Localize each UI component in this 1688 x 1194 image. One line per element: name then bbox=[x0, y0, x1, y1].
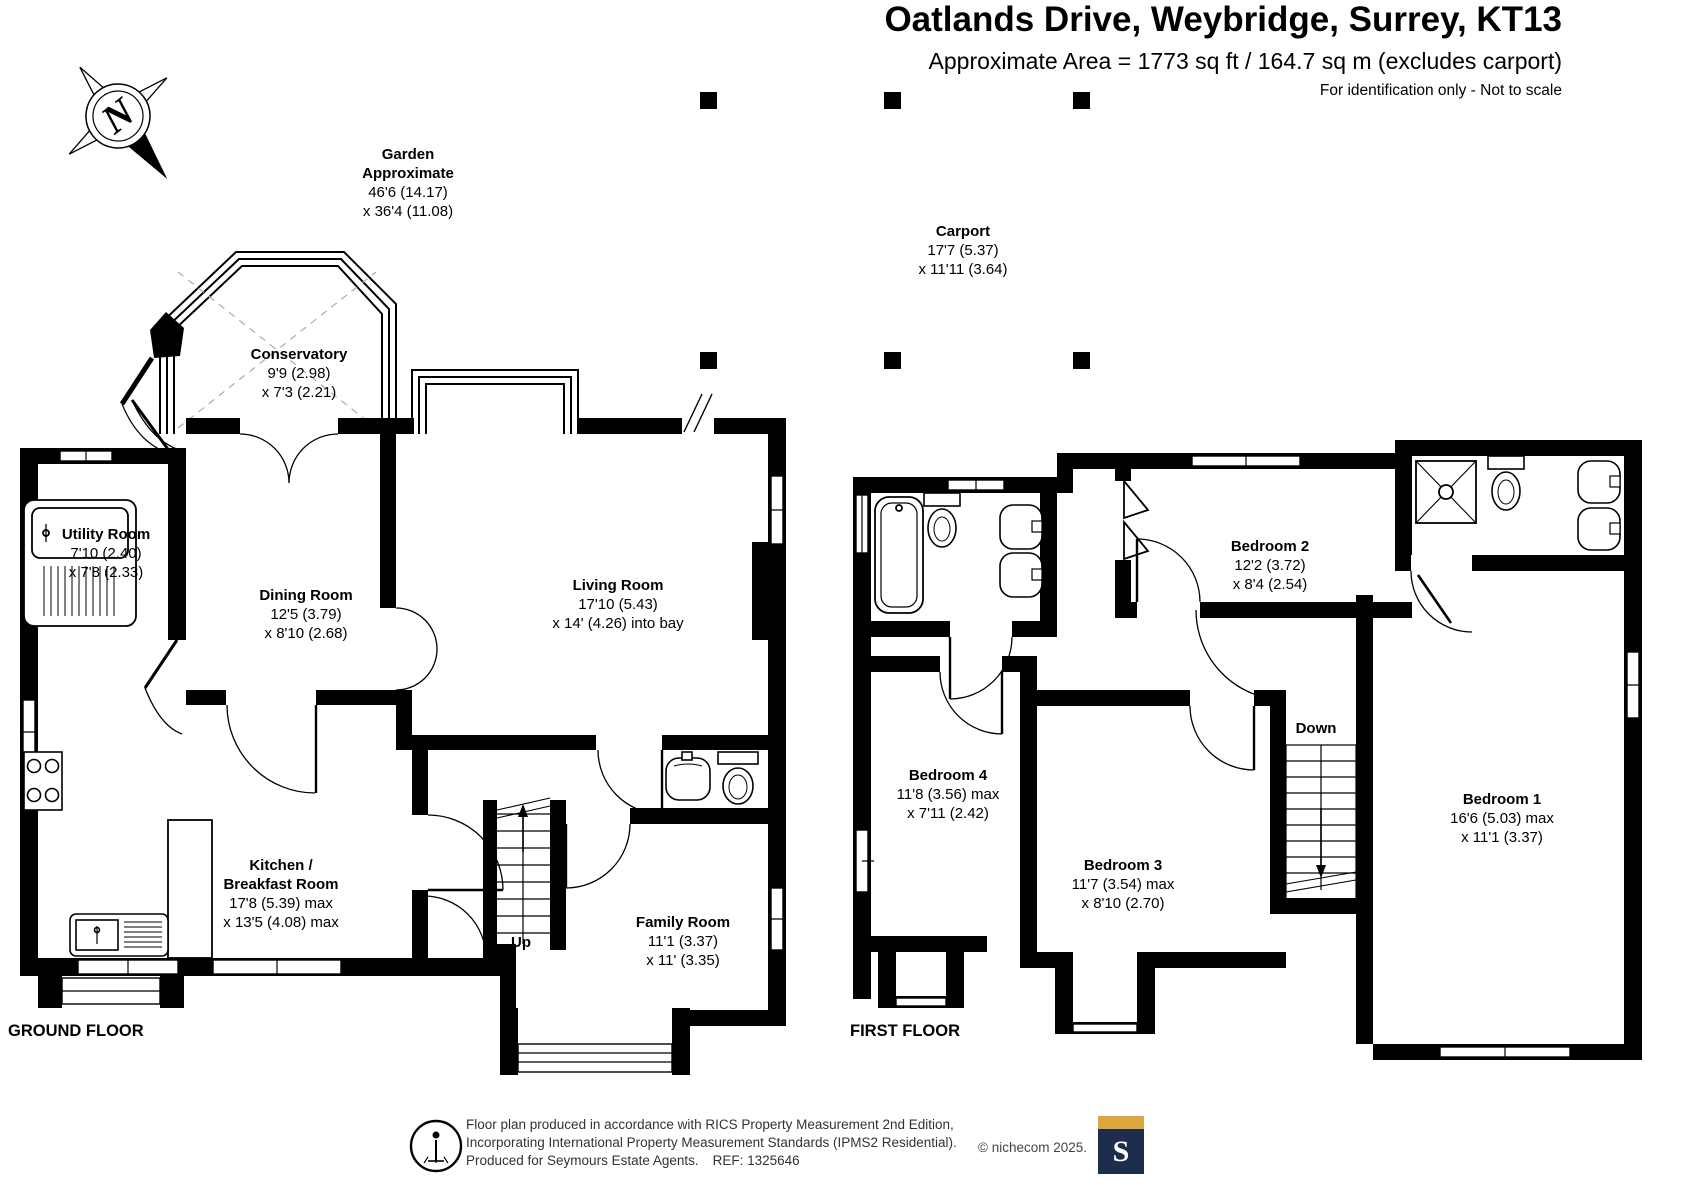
stairs-up-label: Up bbox=[511, 934, 531, 951]
carport-posts bbox=[700, 92, 1090, 369]
kitchen-sink-icon bbox=[69, 913, 169, 957]
first-windows bbox=[855, 455, 1640, 1058]
toilet-icon-ensuite bbox=[1487, 455, 1525, 511]
room-label-bedroom3: Bedroom 3 11'7 (3.54) max x 8'10 (2.70) bbox=[1071, 857, 1175, 912]
conservatory-structure bbox=[119, 251, 397, 457]
first-floor-plan bbox=[853, 440, 1642, 1060]
stairs-down bbox=[1285, 744, 1357, 906]
compass-rose-icon: N bbox=[68, 66, 168, 180]
page-title: Oatlands Drive, Weybridge, Surrey, KT13 bbox=[884, 0, 1562, 39]
room-label-bedroom2: Bedroom 2 12'2 (3.72) x 8'4 (2.54) bbox=[1230, 538, 1310, 593]
copyright-note: © nichecom 2025. bbox=[978, 1140, 1088, 1155]
measurement-icon bbox=[409, 1119, 463, 1173]
bay-window bbox=[411, 369, 713, 434]
carport-label: Carport 17'7 (5.37) x 11'11 (3.64) bbox=[918, 223, 1008, 278]
stairs-up bbox=[496, 797, 551, 944]
basin-icon bbox=[999, 504, 1043, 598]
toilet-icon bbox=[923, 492, 961, 548]
first-floor-caption: FIRST FLOOR bbox=[850, 1022, 960, 1040]
ground-floor-plan bbox=[20, 251, 786, 1075]
footer-disclaimer: Floor plan produced in accordance with R… bbox=[466, 1117, 957, 1168]
room-label-conservatory: Conservatory 9'9 (2.98) x 7'3 (2.21) bbox=[250, 346, 348, 401]
wc-toilet-icon bbox=[717, 751, 759, 805]
room-label-dining: Dining Room 12'5 (3.79) x 8'10 (2.68) bbox=[259, 587, 353, 642]
first-walls bbox=[853, 440, 1642, 1060]
stairs-down-label: Down bbox=[1295, 720, 1337, 737]
disclaimer-note: For identification only - Not to scale bbox=[1319, 82, 1562, 99]
room-label-bedroom4: Bedroom 4 11'8 (3.56) max x 7'11 (2.42) bbox=[896, 767, 1000, 822]
agent-logo: S bbox=[1098, 1116, 1144, 1174]
first-doors bbox=[939, 478, 1473, 771]
ground-floor-caption: GROUND FLOOR bbox=[8, 1022, 144, 1040]
reference-number: REF: 1325646 bbox=[712, 1153, 800, 1168]
garden-label: Garden Approximate 46'6 (14.17) x 36'4 (… bbox=[362, 146, 454, 220]
logo-letter: S bbox=[1098, 1129, 1144, 1174]
basin-icon-ensuite bbox=[1577, 460, 1621, 551]
utility-sink-icon bbox=[23, 499, 137, 627]
room-label-utility: Utility Room 7'10 (2.40) x 7'8 (2.33) bbox=[61, 526, 151, 581]
shower-icon bbox=[1415, 460, 1477, 524]
room-label-kitchen: Kitchen / Breakfast Room 17'8 (5.39) max… bbox=[223, 857, 339, 931]
logo-gold-band bbox=[1098, 1116, 1144, 1129]
room-label-bedroom1: Bedroom 1 16'6 (5.03) max x 11'1 (3.37) bbox=[1450, 791, 1554, 846]
ground-windows bbox=[22, 450, 784, 1073]
room-label-family: Family Room 11'1 (3.37) x 11' (3.35) bbox=[635, 914, 731, 969]
wc-basin-icon bbox=[665, 751, 711, 801]
approximate-area: Approximate Area = 1773 sq ft / 164.7 sq… bbox=[928, 48, 1562, 74]
kitchen-unit bbox=[167, 819, 213, 959]
hob-icon bbox=[23, 751, 63, 811]
ground-doors bbox=[130, 399, 664, 959]
room-label-living: Living Room 17'10 (5.43) x 14' (4.26) in… bbox=[552, 577, 684, 632]
bath-icon bbox=[874, 496, 924, 614]
